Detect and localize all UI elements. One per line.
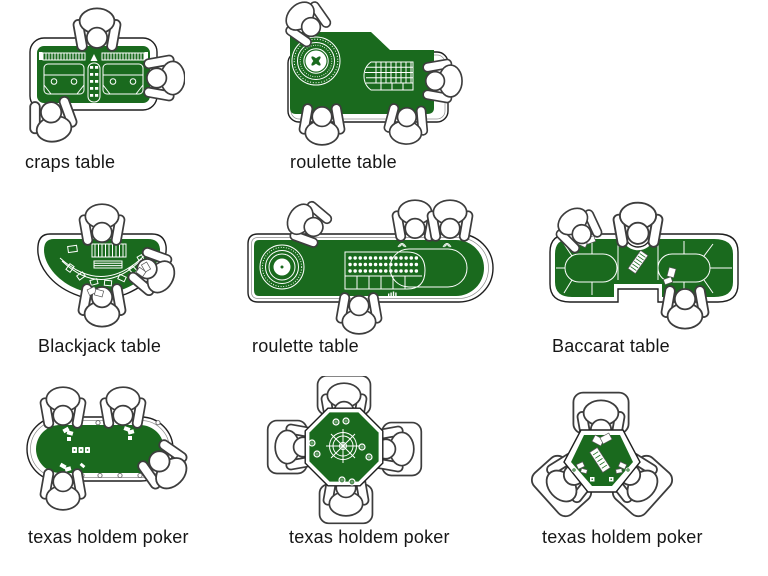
cards-and-chips	[571, 432, 631, 482]
player-cards	[86, 261, 152, 298]
poker-table-diagram	[26, 386, 199, 511]
chip-rack	[388, 291, 397, 296]
person-icon	[142, 53, 185, 103]
blackjack-table-diagram	[37, 203, 183, 328]
table-felt	[254, 240, 484, 296]
person-icon	[381, 101, 431, 147]
figure-label: roulette table	[252, 336, 359, 356]
person-icon	[425, 199, 475, 243]
person-icon	[76, 282, 128, 328]
figure-label: texas holdem poker	[542, 527, 703, 547]
figure-label: Blackjack table	[38, 336, 162, 356]
roulette-wheel	[291, 36, 341, 86]
craps-table-diagram	[23, 7, 185, 147]
person-icon	[297, 102, 347, 146]
person-icon	[659, 284, 711, 330]
craps-markings	[39, 52, 148, 103]
person-icon	[77, 203, 127, 247]
person-icon	[38, 386, 88, 430]
table-felt	[290, 32, 434, 114]
person-icon	[611, 201, 665, 249]
figure-label: texas holdem poker	[28, 527, 189, 547]
baccarat-table-diagram	[547, 198, 739, 330]
figure-label: Baccarat table	[552, 336, 670, 356]
roulette-table-diagram	[247, 193, 494, 335]
roulette-table-diagram	[278, 0, 463, 147]
person-icon	[421, 57, 463, 105]
racetrack	[389, 248, 468, 288]
figure-label: craps table	[25, 152, 116, 172]
figure-label: roulette table	[290, 152, 397, 172]
person-icon	[334, 291, 384, 335]
betting-grid	[344, 251, 426, 290]
betting-grid	[363, 61, 414, 91]
figure-label: texas holdem poker	[289, 527, 450, 547]
person-icon	[38, 467, 88, 511]
person-icon	[71, 7, 123, 53]
poker-table-diagram	[266, 376, 426, 526]
cup-holders	[397, 243, 452, 248]
wheel-marking	[326, 429, 360, 463]
roulette-wheel	[259, 244, 305, 290]
poker-table-diagram	[520, 378, 685, 518]
person-icon	[98, 386, 148, 430]
